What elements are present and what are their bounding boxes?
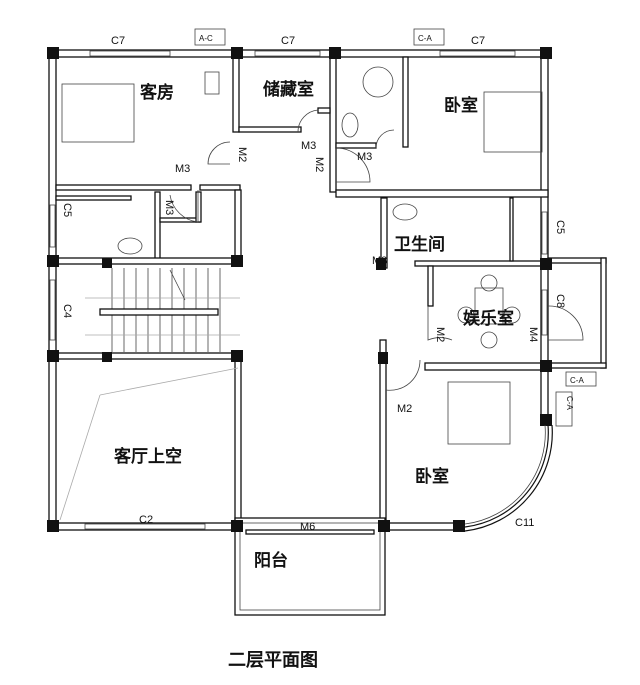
window-code: C4 xyxy=(61,304,73,318)
bed-se xyxy=(447,381,511,445)
ac-units: A-C C-A C-A C-A xyxy=(194,28,597,427)
door-code: M2 xyxy=(236,147,248,162)
window-code: C5 xyxy=(61,203,73,217)
room-bathroom: 卫生间 xyxy=(394,234,445,255)
ac-mark: C-A xyxy=(570,376,584,385)
window-code: C7 xyxy=(281,35,295,47)
bed-guest xyxy=(61,83,135,143)
walls xyxy=(48,49,607,616)
window-code: C8 xyxy=(554,294,566,308)
door-code: M3 xyxy=(175,163,190,175)
room-living-void: 客厅上空 xyxy=(113,446,182,467)
window-code: C7 xyxy=(471,35,485,47)
room-storage: 储藏室 xyxy=(263,79,314,100)
door-code: M3 xyxy=(357,151,372,163)
table xyxy=(474,287,504,325)
ac-mark: C-A xyxy=(565,396,574,410)
columns xyxy=(47,47,552,532)
sink-guest xyxy=(117,237,143,255)
door-code: M3 xyxy=(372,255,387,267)
windows xyxy=(49,50,553,532)
window-code: C5 xyxy=(554,220,566,234)
door-code: M2 xyxy=(434,327,446,342)
bed-ne xyxy=(483,91,543,153)
ac-mark: C-A xyxy=(418,34,432,43)
door-code: M4 xyxy=(527,327,539,342)
room-labels: 客房 储藏室 卧室 卫生间 娱乐室 客厅上空 卧室 阳台 xyxy=(113,79,514,571)
room-bedroom-se: 卧室 xyxy=(415,466,449,487)
sink xyxy=(341,112,359,138)
door-window-codes: C7 C7 C7 M3 M3 M3 M3 M3 M2 M2 M2 M2 C5 C… xyxy=(61,35,566,533)
window-code: C7 xyxy=(111,35,125,47)
plan-title: 二层平面图 xyxy=(228,650,318,671)
doors xyxy=(169,109,584,391)
room-recreation: 娱乐室 xyxy=(463,308,514,329)
staircase[interactable] xyxy=(85,268,240,352)
furniture xyxy=(59,66,543,521)
window-code: C11 xyxy=(515,517,534,529)
door-code: M2 xyxy=(397,403,412,415)
door-code: M3 xyxy=(163,200,175,215)
door-code: M6 xyxy=(300,521,315,533)
room-guest: 客房 xyxy=(139,82,174,103)
sink-wc xyxy=(392,203,418,221)
desk-chair xyxy=(204,71,220,95)
window-code: C2 xyxy=(139,514,153,526)
room-balcony: 阳台 xyxy=(254,550,288,571)
room-bedroom-ne: 卧室 xyxy=(444,95,478,116)
door-code: M3 xyxy=(301,140,316,152)
shower xyxy=(362,66,394,98)
door-code: M2 xyxy=(313,157,325,172)
ac-mark: A-C xyxy=(199,34,213,43)
